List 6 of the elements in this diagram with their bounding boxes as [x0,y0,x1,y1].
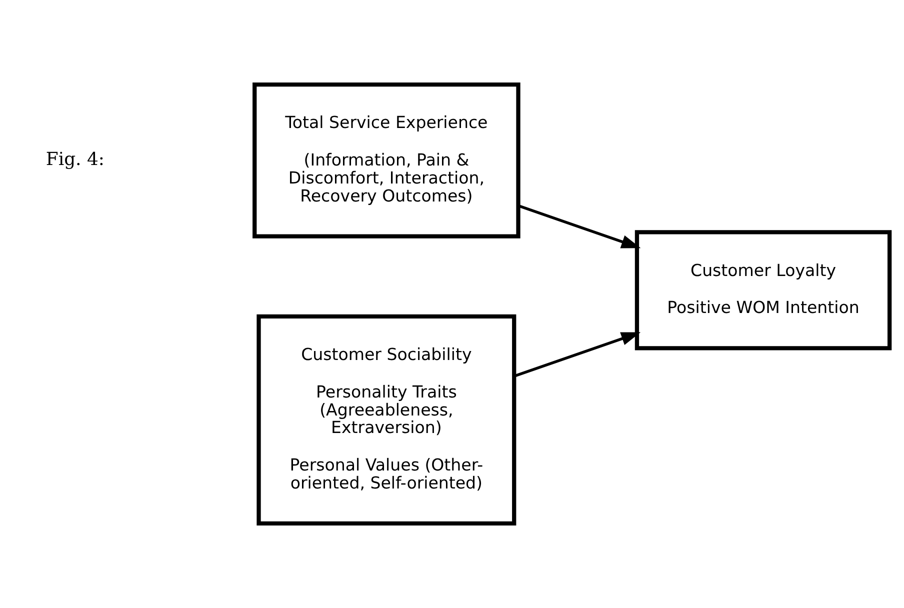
arrow [514,332,641,378]
label: Fig. 4: [46,149,104,170]
arrow [518,204,641,248]
node-box: Total Service Experience (Information, Pain & Discomfort, Interaction, Recovery Outcomes) [252,82,520,238]
node-box: Customer Sociability Personality Traits (Agreeableness, Extraversion) Personal Values (Other-oriented, Self-oriented) [256,314,516,526]
node-box: Customer Loyalty Positive WOM Intention [634,230,892,350]
